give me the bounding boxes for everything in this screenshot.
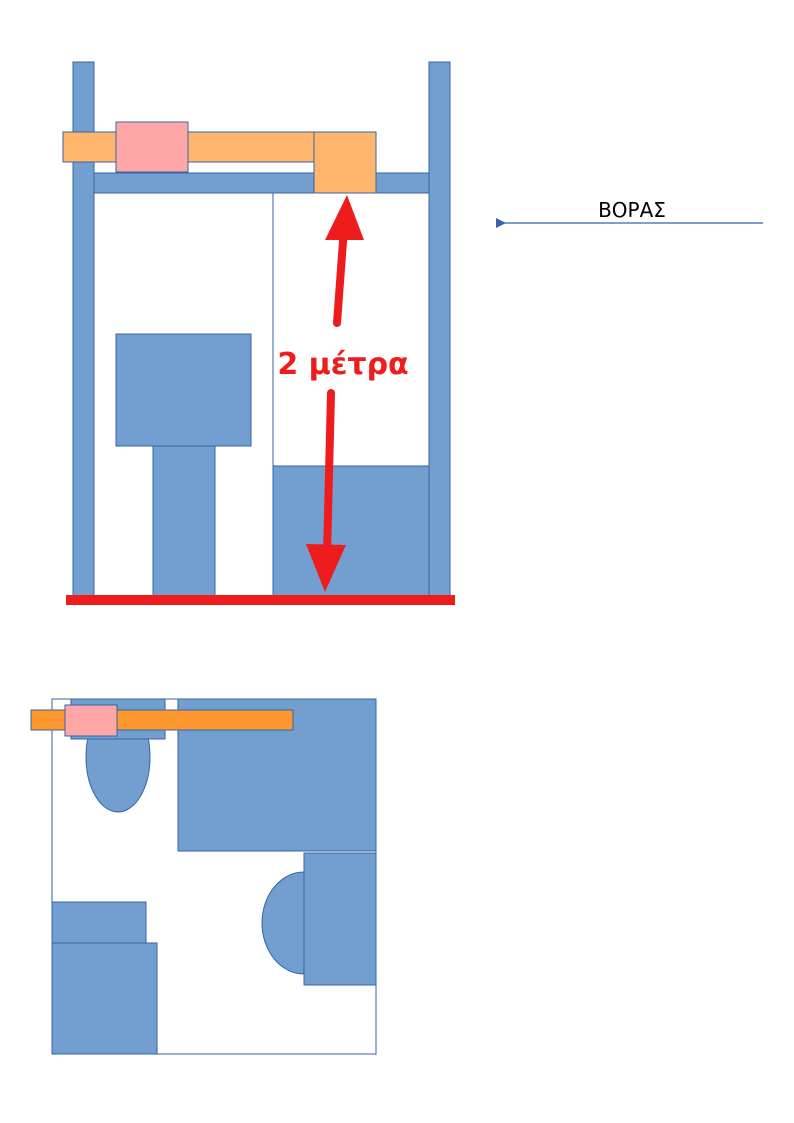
plan-exhaust-fan (64, 704, 118, 737)
plan-washbasin-bowl (261, 871, 305, 975)
plan-view (30, 698, 377, 1055)
dimension-arrow-upper-shaft (333, 224, 348, 327)
dimension-arrow-down-head (306, 544, 346, 592)
exhaust-fan (115, 121, 189, 173)
plan-shower-tray (51, 942, 158, 1055)
floor-line (66, 595, 455, 605)
dimension-arrow-lower-shaft (323, 389, 335, 559)
plan-washbasin-counter (303, 852, 377, 986)
ventilation-duct (62, 131, 316, 163)
washbasin-pedestal (152, 445, 216, 597)
north-label: ΒΟΡΑΣ (598, 198, 666, 222)
plan-shelf (51, 901, 147, 944)
elevation-view: 2 μέτρα (62, 61, 455, 605)
right-wall-post (428, 61, 451, 597)
height-dimension-arrow (306, 195, 364, 592)
dimension-arrow-up-head (325, 195, 364, 240)
bathtub (272, 465, 430, 597)
north-indicator: ΒΟΡΑΣ (496, 198, 763, 228)
height-dimension-label: 2 μέτρα (277, 347, 408, 382)
duct-box (313, 131, 377, 194)
washbasin-cabinet (115, 333, 252, 447)
ceiling-beam (93, 172, 430, 194)
